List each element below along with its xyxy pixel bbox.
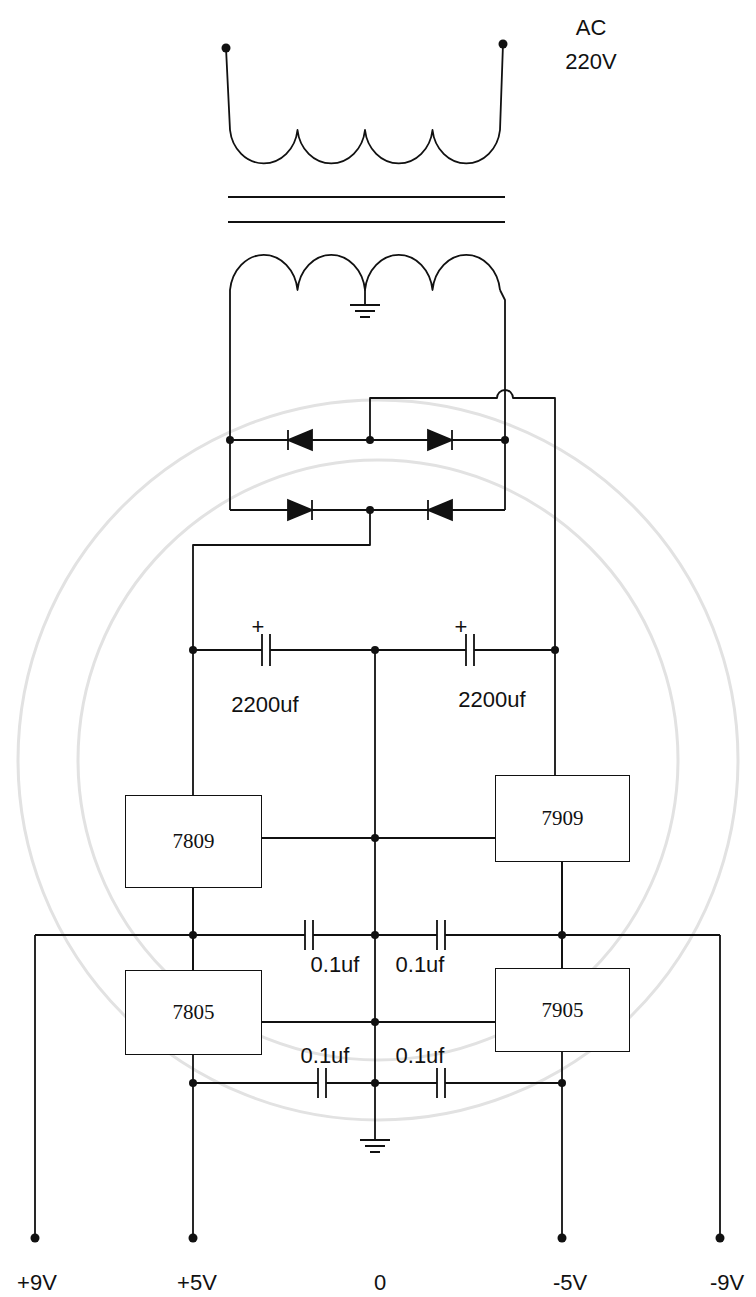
circuit-label: +5V xyxy=(177,1271,217,1295)
regulator-box: 7805 xyxy=(125,970,262,1055)
circuit-label: 2200uf xyxy=(458,688,525,712)
circuit-label: 0 xyxy=(374,1271,386,1295)
circuit-label: 0.1uf xyxy=(311,953,360,977)
circuit-label: -9V xyxy=(710,1271,744,1295)
regulator-box: 7809 xyxy=(125,795,262,888)
wire xyxy=(262,1022,495,1023)
circuit-label: 0.1uf xyxy=(396,1044,445,1068)
regulator-box: 7909 xyxy=(495,775,630,862)
circuit-label: 220V xyxy=(565,50,616,74)
circuit-label: + xyxy=(455,615,468,639)
circuit-label: + xyxy=(252,615,265,639)
regulator-label: 7909 xyxy=(542,806,584,831)
wire xyxy=(262,838,495,839)
regulator-label: 7805 xyxy=(173,1000,215,1025)
circuit-label: +9V xyxy=(17,1271,57,1295)
regulator-label: 7809 xyxy=(173,829,215,854)
regulator-box: 7905 xyxy=(495,968,630,1052)
circuit-label: -5V xyxy=(553,1271,587,1295)
circuit-label: 2200uf xyxy=(231,693,298,717)
circuit-label: AC xyxy=(576,16,607,40)
regulator-label: 7905 xyxy=(542,998,584,1023)
wire xyxy=(562,862,563,968)
circuit-label: 0.1uf xyxy=(396,953,445,977)
wire xyxy=(193,888,194,970)
circuit-label: 0.1uf xyxy=(301,1044,350,1068)
